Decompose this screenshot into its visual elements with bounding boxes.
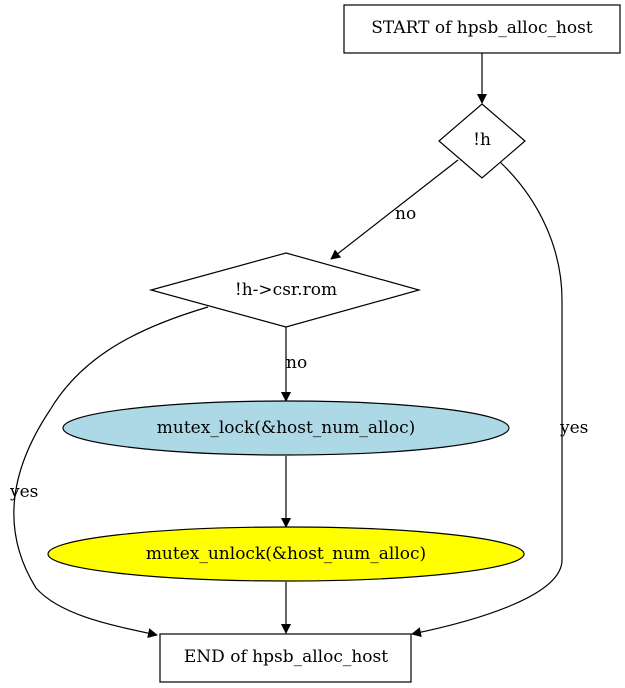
- edge-check-h-no: [330, 159, 459, 260]
- node-end-label: END of hpsb_alloc_host: [184, 647, 388, 667]
- edges: [13, 53, 563, 639]
- node-check-h-diamond: [438, 103, 526, 179]
- node-mutex-unlock: mutex_unlock(&host_num_alloc): [47, 526, 525, 582]
- node-start: START of hpsb_alloc_host: [343, 4, 621, 54]
- edge-label-rom-yes: yes: [9, 482, 38, 502]
- node-end-box: [159, 633, 412, 683]
- node-start-label: START of hpsb_alloc_host: [371, 18, 593, 38]
- edge-check-h-yes: [411, 161, 563, 638]
- node-start-box: [343, 4, 621, 54]
- node-check-h-label: !h: [473, 130, 491, 150]
- node-check-csr-rom-diamond: [148, 252, 422, 328]
- node-mutex-lock-label: mutex_lock(&host_num_alloc): [157, 418, 415, 438]
- edge-label-h-no: no: [395, 204, 416, 224]
- node-mutex-lock-ellipse: [62, 400, 510, 456]
- node-check-h: !h: [438, 103, 526, 179]
- node-mutex-unlock-label: mutex_unlock(&host_num_alloc): [146, 544, 426, 564]
- node-mutex-lock: mutex_lock(&host_num_alloc): [62, 400, 510, 456]
- node-mutex-unlock-ellipse: [47, 526, 525, 582]
- edge-label-rom-no: no: [286, 353, 307, 373]
- edge-check-csr-rom-yes: [13, 306, 209, 639]
- node-check-csr-rom: !h->csr.rom: [148, 252, 422, 328]
- node-end: END of hpsb_alloc_host: [159, 633, 412, 683]
- edge-label-h-yes: yes: [559, 418, 588, 438]
- node-check-csr-rom-label: !h->csr.rom: [235, 280, 337, 300]
